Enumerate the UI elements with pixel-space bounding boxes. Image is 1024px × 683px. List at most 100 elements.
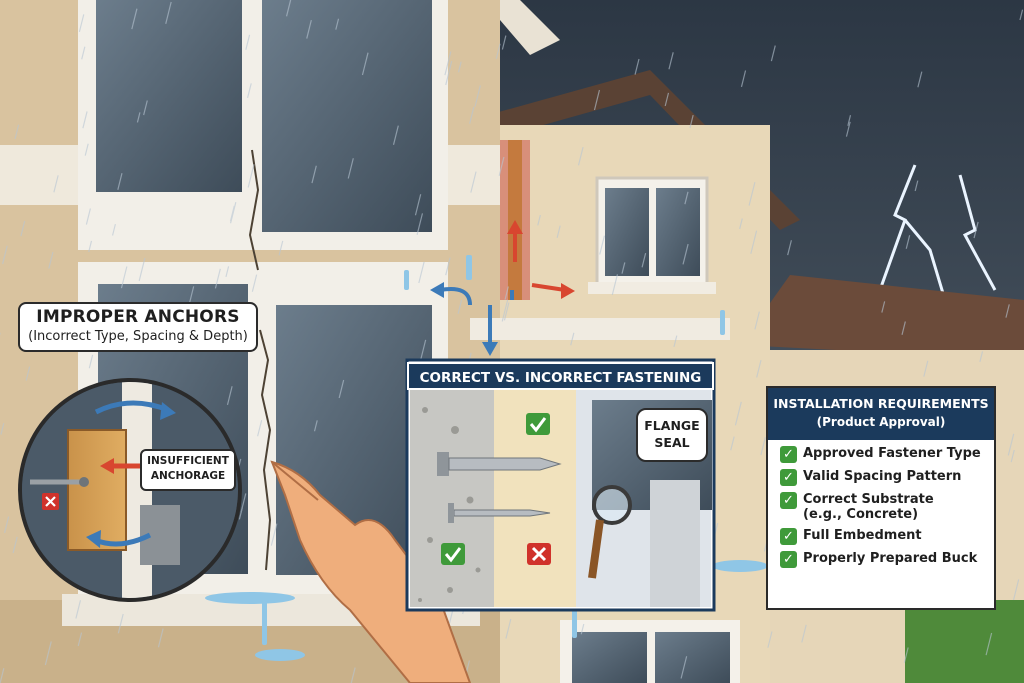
insufficient-anchorage-callout: INSUFFICIENT ANCHORAGE: [140, 449, 236, 491]
rain-streak: [845, 121, 851, 137]
rain-streak: [392, 125, 399, 145]
rain-streak: [457, 299, 463, 314]
rain-streak: [84, 143, 89, 156]
rain-streak: [2, 245, 8, 265]
rain-streak: [599, 235, 606, 255]
rain-streak: [85, 208, 91, 225]
rain-streak: [684, 191, 689, 205]
check-icon: ✓: [780, 551, 797, 568]
rain-streak: [577, 146, 584, 166]
rain-streak: [469, 106, 475, 124]
rain-streak: [914, 180, 919, 192]
check-icon: ✓: [780, 469, 797, 486]
rain-streak: [88, 240, 93, 253]
rain-streak: [226, 386, 233, 405]
rain-streak: [770, 45, 776, 62]
rain-streak: [505, 618, 512, 639]
rain-streak: [278, 240, 284, 256]
rain-streak: [917, 71, 923, 88]
cross-icon: [527, 543, 551, 565]
rain-streak: [3, 516, 10, 534]
water-flow-arrows: [430, 220, 575, 356]
rain-streak: [901, 321, 906, 335]
rain-streak: [77, 632, 83, 647]
rain-streak: [251, 274, 258, 292]
rain-streak: [285, 0, 292, 17]
check-icon: ✓: [780, 528, 797, 545]
rain-streak: [634, 58, 640, 75]
flange-seal-callout: FLANGE SEAL: [636, 408, 708, 462]
rain-streak: [756, 359, 762, 378]
rain-streak: [673, 335, 678, 348]
rain-streak: [503, 302, 510, 321]
rain-streak: [48, 251, 54, 269]
improper-anchors-title: IMPROPER ANCHORS: [36, 307, 240, 327]
rain-streak: [979, 351, 984, 363]
improper-anchors-subtitle: (Incorrect Type, Spacing & Depth): [28, 329, 248, 344]
rain-streak: [504, 286, 509, 300]
rain-streak: [81, 46, 86, 60]
rain-streak: [611, 274, 619, 296]
rain-streak: [270, 523, 278, 546]
rain-streak: [418, 261, 425, 284]
requirement-item: ✓Properly Prepared Buck: [780, 551, 994, 568]
rain-streak: [760, 437, 766, 456]
rain-streak: [240, 493, 247, 513]
rain-streak: [338, 379, 345, 399]
rain-streak: [157, 628, 164, 648]
rain-streak: [247, 164, 255, 188]
rain-streak: [361, 52, 369, 76]
rain-streak: [739, 218, 743, 230]
rain-streak: [75, 600, 82, 619]
rain-streak: [14, 124, 20, 140]
rain-streak: [973, 221, 979, 239]
rain-streak: [1010, 449, 1015, 463]
rain-streak: [245, 34, 251, 50]
check-icon: [441, 413, 550, 565]
rain-streak: [1007, 433, 1015, 456]
rain-streak: [985, 632, 993, 656]
requirement-item: ✓Approved Fastener Type: [780, 446, 994, 463]
rain-streak: [1019, 9, 1024, 21]
rain-streak: [131, 8, 138, 30]
rain-streak: [556, 225, 561, 238]
rain-streak: [347, 158, 354, 179]
rain-streak: [225, 266, 230, 277]
requirement-item: ✓Valid Spacing Pattern: [780, 469, 994, 486]
rain-streak: [117, 613, 124, 634]
rain-streak: [881, 301, 886, 313]
rain-streak: [730, 436, 735, 451]
requirement-item: ✓Correct Substrate (e.g., Concrete): [780, 492, 994, 522]
rain-streak: [165, 1, 172, 24]
rain-streak: [903, 647, 909, 663]
rain-streak: [444, 51, 452, 76]
requirements-header: INSTALLATION REQUIREMENTS (Product Appro…: [768, 388, 994, 440]
fastening-panel-title: CORRECT VS. INCORRECT FASTENING: [407, 362, 714, 390]
flange-line2: SEAL: [654, 435, 690, 450]
rain-streak: [787, 240, 792, 256]
rain-streak: [136, 112, 141, 123]
balcony-ledge: [470, 318, 730, 340]
rain-streak: [445, 60, 453, 86]
rain-streak: [621, 262, 626, 274]
rain-streak: [474, 85, 481, 107]
rain-streak: [350, 667, 356, 683]
rain-streak: [1005, 304, 1010, 318]
rain-streak: [420, 339, 427, 360]
requirement-item: ✓Full Embedment: [780, 528, 994, 545]
rain-streak: [414, 194, 422, 216]
rain-streak: [313, 420, 318, 432]
rain-streak: [537, 214, 541, 226]
rain-streak: [12, 536, 18, 554]
rain-streak: [20, 220, 26, 237]
anchor-zoom-circle: [18, 378, 242, 602]
improper-anchors-callout: IMPROPER ANCHORS (Incorrect Type, Spacin…: [18, 302, 258, 352]
rain-streak: [668, 52, 674, 70]
rain-streak: [457, 61, 462, 73]
rain-streak: [498, 156, 505, 176]
rain-streak: [801, 624, 807, 643]
rain-streak: [311, 165, 317, 184]
requirements-subtitle: (Product Approval): [816, 415, 946, 429]
rain-streak: [740, 70, 747, 88]
rain-streak: [0, 668, 5, 683]
